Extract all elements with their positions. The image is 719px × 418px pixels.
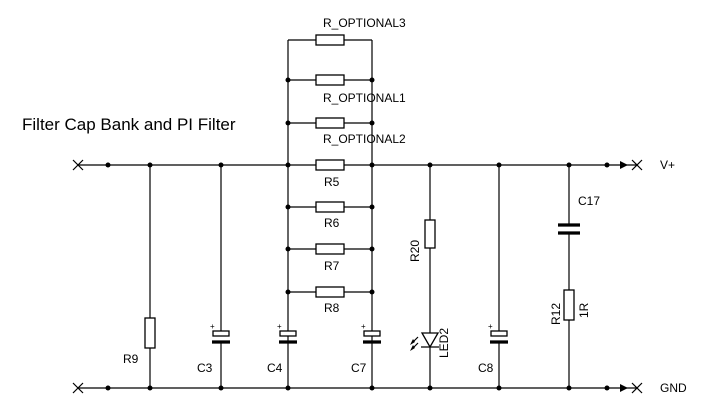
label-r8: R8 — [324, 301, 340, 315]
resistor-r20 — [424, 165, 436, 333]
capacitor-c7: + — [361, 322, 381, 344]
rail-junctions — [105, 162, 610, 391]
vplus-terminal-icon — [620, 159, 643, 171]
vplus-net-label: V+ — [660, 158, 675, 172]
capacitor-c8: + — [488, 165, 508, 388]
label-c7: C7 — [351, 361, 367, 375]
left-bottom-terminal-icon — [72, 382, 84, 394]
resistor-r8 — [288, 286, 372, 298]
resistor-r7 — [288, 243, 372, 255]
resistor-r9 — [144, 165, 156, 388]
capacitor-c3: + — [210, 165, 230, 388]
label-c8: C8 — [478, 361, 494, 375]
label-r12-value: 1R — [577, 302, 591, 318]
resistor-r6 — [288, 201, 372, 213]
label-r-optional3: R_OPTIONAL3 — [323, 16, 406, 30]
label-r20: R20 — [408, 240, 422, 262]
resistor-r-optional1 — [288, 74, 372, 86]
resistor-r-optional3 — [315, 34, 345, 46]
label-c17: C17 — [578, 194, 600, 208]
gnd-terminal-icon — [620, 382, 643, 394]
label-r-optional2: R_OPTIONAL2 — [323, 132, 406, 146]
label-led2: LED2 — [437, 328, 451, 358]
left-top-terminal-icon — [72, 159, 84, 171]
resistor-ladder-wires — [287, 39, 373, 388]
diagram-title: Filter Cap Bank and PI Filter — [22, 115, 236, 134]
svg-text:+: + — [488, 322, 493, 331]
label-c3: C3 — [197, 361, 213, 375]
capacitor-c4: + — [277, 322, 297, 344]
svg-text:+: + — [277, 322, 282, 331]
gnd-net-label: GND — [660, 381, 687, 395]
label-c4: C4 — [267, 361, 283, 375]
label-r9: R9 — [123, 352, 139, 366]
capacitor-c17 — [558, 165, 580, 290]
label-r7: R7 — [324, 259, 340, 273]
label-r6: R6 — [324, 216, 340, 230]
svg-text:+: + — [210, 322, 215, 331]
label-r5: R5 — [324, 175, 340, 189]
resistor-r12 — [563, 289, 575, 388]
resistor-r5 — [315, 159, 345, 171]
label-r-optional1: R_OPTIONAL1 — [323, 91, 406, 105]
led2-icon — [410, 332, 440, 388]
resistor-r-optional2 — [288, 117, 372, 129]
label-r12: R12 — [549, 303, 563, 325]
svg-text:+: + — [361, 322, 366, 331]
